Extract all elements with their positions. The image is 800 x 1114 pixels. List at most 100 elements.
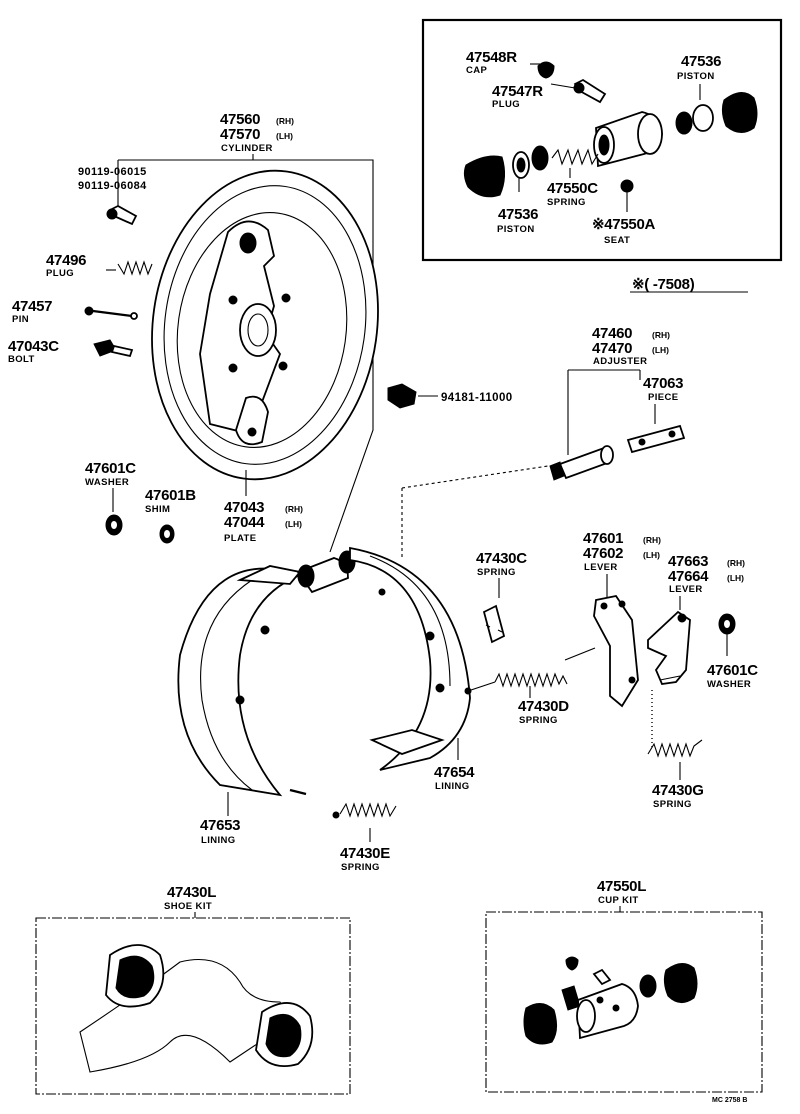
boot-left-part [463, 155, 506, 198]
lever2-rh-number: 47663 [668, 553, 708, 570]
bolt-c-number: 47043C [8, 338, 59, 355]
piston-a-number: 47536 [681, 53, 721, 70]
detail-box-frame [421, 18, 783, 262]
spring-430c-part [482, 604, 506, 644]
seat-number: ※47550A [592, 216, 655, 233]
washer-number: 47601C [85, 460, 136, 477]
lining-653-name: LINING [201, 835, 236, 846]
plug-r-name: PLUG [492, 99, 520, 110]
cup-right-part [675, 111, 693, 135]
cylinder-lh-side: (LH) [276, 131, 293, 141]
adjuster-link-dashes [401, 465, 549, 560]
pin-number: 47457 [12, 298, 52, 315]
shim-part [159, 524, 175, 544]
lever2-lh-number: 47664 [668, 568, 709, 585]
spring-430e-part [332, 802, 397, 819]
lever2-rh-side: (RH) [727, 558, 745, 568]
spring-430g-number: 47430G [652, 782, 704, 799]
wheel-cylinder-detail-box [421, 18, 783, 262]
adjuster-leader [567, 369, 641, 455]
cup-kit-number: 47550L [597, 878, 646, 895]
plate-lh-number: 47044 [224, 514, 265, 531]
spring-430e-number: 47430E [340, 845, 390, 862]
lever-part [593, 594, 639, 708]
boot-right-part [721, 92, 758, 133]
bolt-part [106, 204, 138, 226]
adjuster-lh-number: 47470 [592, 340, 632, 357]
bolt-number-2: 90119-06084 [78, 180, 147, 192]
washer-part [105, 514, 123, 536]
bolt-c-name: BOLT [8, 354, 35, 365]
shim-number: 47601B [145, 487, 196, 504]
spring-c-name: SPRING [547, 197, 586, 208]
seat-name: SEAT [604, 235, 630, 246]
washer2-name: WASHER [707, 679, 751, 690]
lining-653-number: 47653 [200, 817, 240, 834]
lining-654-name: LINING [435, 781, 470, 792]
pin-name: PIN [12, 314, 29, 325]
brake-shoe-left [177, 565, 307, 797]
lever2-name: LEVER [669, 584, 703, 595]
cap-number: 47548R [466, 49, 517, 66]
washer2-part [718, 613, 736, 635]
wheel-cylinder-assembly [296, 550, 356, 594]
lever2-part [647, 610, 691, 685]
cup-kit-name: CUP KIT [598, 895, 639, 906]
adjuster-lh-side: (LH) [652, 345, 669, 355]
piston-right-part [692, 104, 714, 132]
plug-number: 47496 [46, 252, 86, 269]
adjuster-rh-side: (RH) [652, 330, 670, 340]
spring-430d-name: SPRING [519, 715, 558, 726]
spring-430e-name: SPRING [341, 862, 380, 873]
piston-a-name: PISTON [677, 71, 715, 82]
piece-name: PIECE [648, 392, 679, 403]
adjuster-part [549, 445, 614, 481]
plug-name: PLUG [46, 268, 74, 279]
cylinder-spring-part [551, 148, 599, 166]
plate-rh-number: 47043 [224, 499, 264, 516]
plate-lh-side: (LH) [285, 519, 302, 529]
lever2-lh-side: (LH) [727, 573, 744, 583]
spring-430g-name: SPRING [653, 799, 692, 810]
cap-part [537, 61, 555, 79]
piston-b-number: 47536 [498, 206, 538, 223]
bolt-c-part [93, 339, 134, 358]
cylinder-rh-number: 47560 [220, 111, 260, 128]
bolt-number-1: 90119-06015 [78, 166, 147, 178]
brake-shoe-right [349, 546, 471, 771]
cup-left-part [531, 145, 549, 171]
cylinder-rh-side: (RH) [276, 116, 294, 126]
date-note: ※( -7508) [632, 276, 695, 293]
cap-name: CAP [466, 65, 488, 76]
piston-b-name: PISTON [497, 224, 535, 235]
spring-430c-number: 47430C [476, 550, 527, 567]
shoe-kit-box [35, 917, 351, 1095]
plug-bleeder-part [573, 78, 607, 104]
plug-r-number: 47547R [492, 83, 543, 100]
plug-spring-part [117, 260, 153, 276]
piece-number: 47063 [643, 375, 683, 392]
cylinder-lh-number: 47570 [220, 126, 260, 143]
plate-name: PLATE [224, 533, 256, 544]
cylinder-body-part [593, 111, 663, 168]
cylinder-name: CYLINDER [221, 143, 273, 154]
pin-part [84, 306, 138, 320]
adjuster-rh-number: 47460 [592, 325, 632, 342]
shoe-kit-number: 47430L [167, 884, 216, 901]
shoe-kit-name: SHOE KIT [164, 901, 212, 912]
nut-part [387, 383, 438, 409]
adjuster-name: ADJUSTER [593, 356, 647, 367]
lining-654-number: 47654 [434, 764, 475, 781]
lever-rh-number: 47601 [583, 530, 623, 547]
spring-430c-name: SPRING [477, 567, 516, 578]
seat-part [620, 179, 634, 193]
nut-number: 94181-11000 [441, 392, 513, 404]
washer-name: WASHER [85, 477, 129, 488]
backing-plate [151, 169, 379, 481]
spring-430d-part [464, 647, 596, 695]
shim-name: SHIM [145, 504, 170, 515]
lever-rh-side: (RH) [643, 535, 661, 545]
lever-lh-side: (LH) [643, 550, 660, 560]
lever-lh-number: 47602 [583, 545, 623, 562]
